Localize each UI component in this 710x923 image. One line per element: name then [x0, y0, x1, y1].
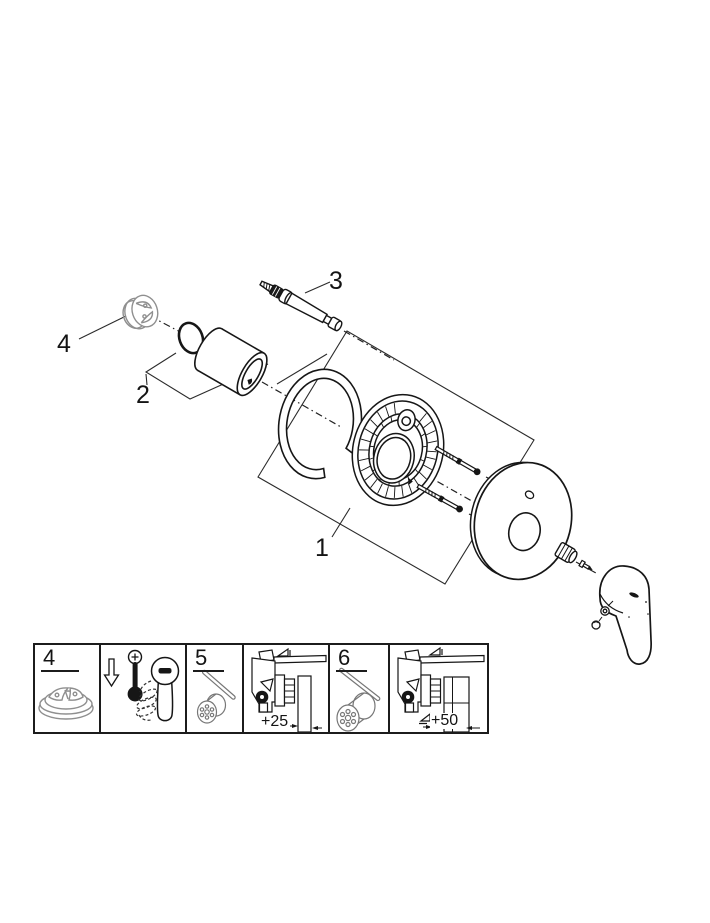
down-arrow-icon	[103, 658, 120, 688]
part-screw-small	[578, 559, 593, 571]
part-label-4: 4	[57, 330, 71, 358]
part-screw	[434, 445, 481, 476]
extension-sleeve-icon	[196, 693, 227, 724]
handle-screw-axis	[598, 600, 614, 622]
part-label-2: 2	[136, 381, 150, 409]
step-panel-5: 5	[187, 645, 244, 732]
depth-dimension: +50	[430, 712, 460, 729]
step-panel-4: 4	[35, 645, 101, 732]
part-spindle-extension	[259, 280, 343, 332]
thermometer-icon	[127, 649, 143, 702]
flag-marker	[428, 646, 443, 656]
part-label-1: 1	[315, 534, 329, 562]
part-escutcheon	[469, 461, 573, 581]
part-lever-handle	[599, 565, 652, 665]
extension-sleeve-icon	[336, 692, 376, 732]
kit-bracket	[257, 330, 535, 585]
depth-dimension: +25	[260, 713, 290, 730]
step-number: 4	[41, 646, 80, 673]
wall-section	[297, 675, 312, 732]
part-cap	[122, 294, 159, 330]
part-grub-screw	[600, 606, 610, 616]
panel-depth-50: +50	[390, 645, 487, 732]
valve-body-icon	[251, 647, 327, 726]
part-label-3: 3	[329, 267, 343, 295]
flag-marker	[276, 647, 291, 657]
hand-grip-icon	[135, 680, 158, 721]
pin-icon	[339, 667, 381, 702]
panel-temperature-action	[101, 645, 187, 732]
step-number: 6	[336, 646, 368, 673]
dimension-arrow	[290, 724, 322, 730]
lever-icon	[150, 656, 180, 722]
part-sleeve	[194, 327, 268, 397]
leader-lines	[78, 281, 351, 538]
valve-body-icon	[397, 646, 485, 725]
panel-depth-25: +25	[244, 645, 330, 732]
step-panel-6: 6	[330, 645, 390, 732]
part-plug	[591, 620, 601, 630]
installation-steps-strip: 4	[33, 643, 489, 734]
step-number: 5	[193, 646, 225, 673]
flag-marker	[419, 712, 431, 725]
cap-icon	[38, 687, 94, 720]
part-mounting-plate	[351, 393, 445, 507]
part-screw	[416, 483, 463, 513]
dimension-arrow	[423, 725, 480, 730]
part-adapter	[554, 542, 578, 564]
